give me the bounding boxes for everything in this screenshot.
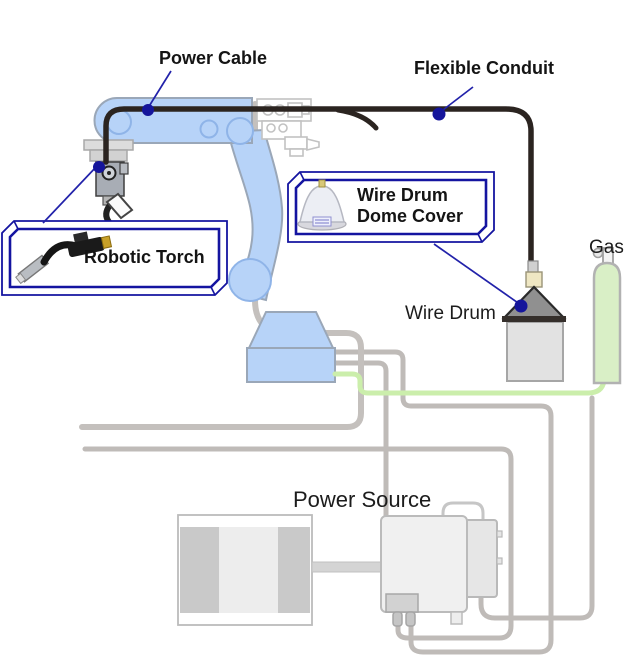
- plaque-corner-fold: [13, 220, 19, 230]
- drum-body: [506, 321, 564, 382]
- power-source-plug-block: [385, 593, 419, 613]
- callout-lines: [42, 70, 522, 306]
- plaque-corner-fold: [299, 171, 305, 181]
- gas-label: Gas: [589, 237, 624, 258]
- robotic-torch-callout-line: [42, 165, 98, 224]
- power-cable-line: [103, 106, 534, 270]
- power-source-plug: [405, 611, 416, 627]
- power-source-handle: [441, 501, 485, 519]
- robotic-torch-image: [15, 231, 113, 285]
- robot-joint-lower: [228, 258, 272, 302]
- robot-joint-small: [199, 119, 219, 139]
- dome-cover-callout: [287, 171, 495, 243]
- power-cable-label: Power Cable: [159, 48, 268, 68]
- robotic-torch-dot: [93, 161, 105, 173]
- wire-drum: [501, 260, 567, 382]
- robot-lower-arm: [226, 128, 284, 302]
- drum-connector: [525, 271, 543, 288]
- feeder-outlet: [284, 136, 308, 150]
- robotic-torch-label: Robotic Torch: [84, 247, 205, 267]
- dome-cover-callout-line: [433, 243, 522, 306]
- controller-panel-right: [278, 527, 310, 613]
- cable-unit-loop: [478, 395, 595, 621]
- feeder-roll-icon: [266, 123, 276, 133]
- power-cable-and-conduit: [103, 106, 534, 270]
- robot-controller: [177, 514, 384, 626]
- dome-cover-image: [297, 179, 347, 231]
- torch-bracket-dot: [107, 171, 111, 175]
- wire-drum-label: Wire Drum: [405, 303, 496, 324]
- torch-nozzle: [105, 192, 134, 220]
- torch-neck: [103, 202, 113, 225]
- power-source-label: Power Source: [293, 487, 432, 512]
- drum-cone-base: [502, 316, 566, 322]
- power-cable-callout-line: [147, 70, 172, 109]
- gas-hose: [332, 371, 607, 396]
- power-source-rear-unit: [464, 519, 498, 598]
- cable-floor-to-plug1: [82, 446, 514, 641]
- power-source-main: [380, 515, 468, 613]
- robot-base: [246, 347, 336, 383]
- flexible-conduit-dot: [432, 107, 446, 121]
- feeder-foot: [289, 148, 304, 157]
- power-source-unit: [380, 501, 503, 627]
- robotic-torch-callout: [1, 220, 228, 296]
- power-source-plug: [392, 611, 403, 627]
- dome-cover-label-line2: Dome Cover: [357, 206, 464, 226]
- dome-img-label: [312, 216, 332, 227]
- controller-panel-left: [180, 527, 219, 613]
- torch-img-brass-tip: [100, 235, 113, 249]
- feeder-nozzle-icon: [306, 137, 320, 152]
- rear-unit-nub: [496, 557, 503, 565]
- rear-unit-nub: [496, 530, 503, 538]
- robot-joint-elbow: [226, 117, 254, 145]
- gas-cylinder-body: [592, 261, 622, 385]
- power-cable-dot: [142, 104, 154, 116]
- dome-img-pin: [318, 179, 326, 188]
- plaque-corner-fold: [210, 286, 216, 296]
- feeder-roll-icon: [278, 123, 288, 133]
- dome-cover-label-line1: Wire Drum: [357, 185, 448, 205]
- plaque-corner-fold: [477, 233, 483, 243]
- controller-link-bar: [311, 561, 384, 573]
- drum-cone: [501, 285, 567, 320]
- flexible-conduit-callout-line: [438, 86, 474, 114]
- gas-cylinder: [332, 247, 622, 396]
- controller-panel-center: [219, 527, 278, 613]
- torch-bracket-step: [119, 162, 129, 175]
- torch-img-body: [67, 236, 105, 258]
- cable-base-to-plug2: [332, 349, 554, 655]
- power-source-foot: [450, 611, 463, 625]
- torch-img-tip: [15, 272, 27, 285]
- cable-base-to-powersource: [332, 360, 389, 519]
- callout-dots: [93, 104, 528, 313]
- wire-drum-dot: [514, 299, 528, 313]
- drum-connector-top: [527, 260, 539, 274]
- cable-droop: [335, 107, 379, 131]
- flexible-conduit-label: Flexible Conduit: [414, 58, 555, 78]
